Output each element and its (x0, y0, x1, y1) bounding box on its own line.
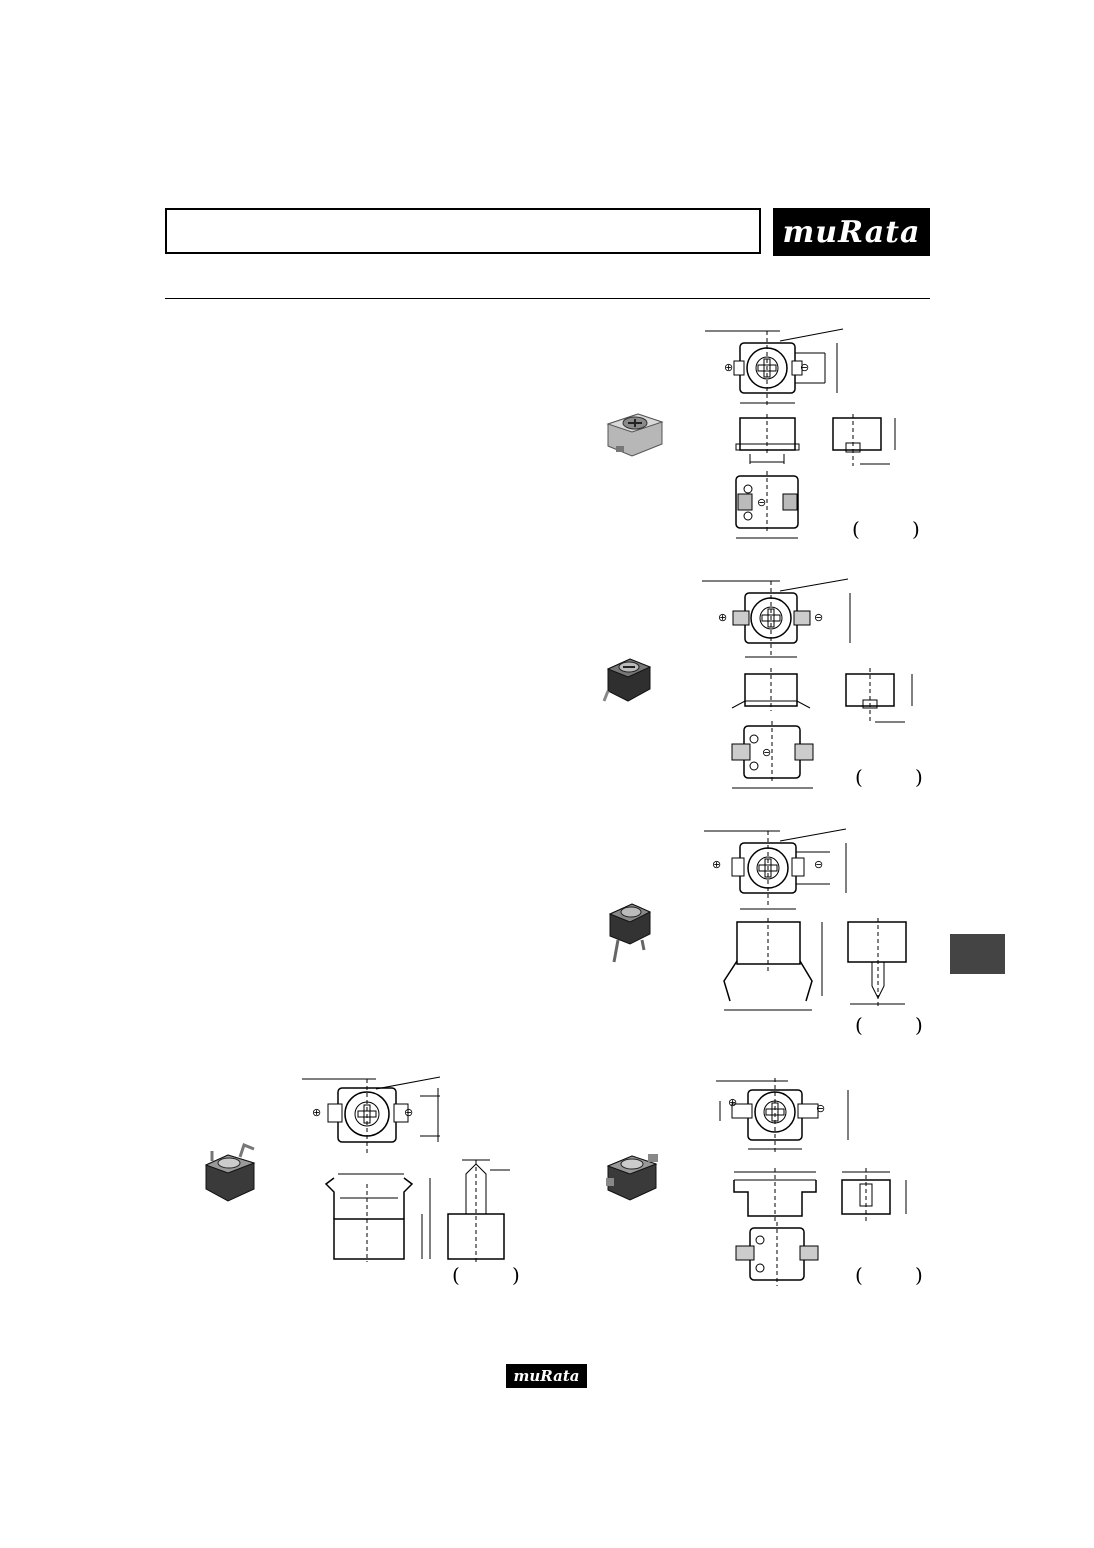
product-photo-3 (606, 900, 654, 966)
svg-text:(: ( (855, 1263, 863, 1287)
minus-terminal-icon: ⊖ (814, 612, 823, 624)
plus-terminal-icon: ⊕ (724, 362, 733, 374)
minus-terminal-icon: ⊖ (404, 1107, 413, 1119)
svg-text:(: ( (855, 1013, 863, 1037)
svg-text:(: ( (855, 765, 863, 789)
dimension-drawing-2: ⊕ ⊖ ⊖ ( ) (700, 576, 930, 798)
plus-terminal-icon: ⊕ (728, 1097, 737, 1109)
product-photo-5 (604, 1150, 660, 1204)
minus-terminal-icon: ⊖ (814, 859, 823, 871)
svg-text:⊖: ⊖ (757, 497, 766, 509)
svg-text:): ) (912, 517, 920, 541)
minus-terminal-icon: ⊖ (800, 362, 809, 374)
murata-logo: muRata (773, 208, 930, 256)
section-tab (950, 934, 1005, 974)
plus-terminal-icon: ⊕ (712, 859, 721, 871)
plus-terminal-icon: ⊕ (718, 612, 727, 624)
dimension-drawing-3: ⊕ ⊖ ( ) (700, 826, 930, 1040)
svg-text:(: ( (852, 517, 860, 541)
title-box (165, 208, 761, 254)
product-photo-2 (602, 655, 654, 707)
svg-text:): ) (915, 1263, 923, 1287)
svg-text:⊖: ⊖ (762, 747, 771, 759)
product-photo-4 (200, 1143, 260, 1209)
plus-terminal-icon: ⊕ (312, 1107, 321, 1119)
minus-terminal-icon: ⊖ (816, 1103, 825, 1115)
svg-text:): ) (915, 765, 923, 789)
svg-text:): ) (915, 1013, 923, 1037)
dimension-drawing-5: ⊕ ⊖ ( ) (700, 1076, 930, 1290)
footer-murata-logo: muRata (506, 1364, 587, 1388)
product-photo-1 (602, 410, 666, 460)
svg-text:(: ( (452, 1263, 460, 1287)
header-rule (165, 298, 930, 299)
dimension-drawing-4: ⊕ ⊖ ( ) (300, 1074, 530, 1288)
svg-text:): ) (512, 1263, 520, 1287)
dimension-drawing-1: ⊕ ⊖ ⊖ ( ) (700, 326, 930, 548)
